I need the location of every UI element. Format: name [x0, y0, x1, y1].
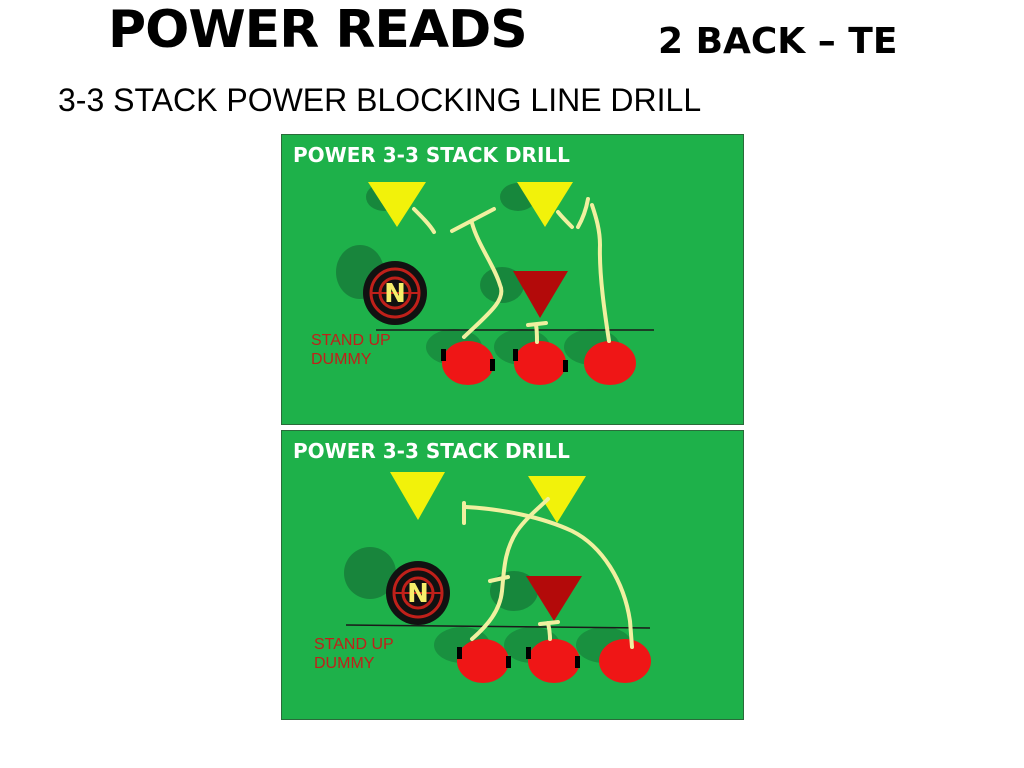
linebacker-triangle — [368, 182, 426, 227]
offensive-lineman — [514, 341, 566, 385]
offensive-lineman — [528, 639, 580, 683]
panel-title: POWER 3-3 STACK DRILL — [293, 439, 570, 463]
nose-tackle-symbol: N — [363, 261, 427, 325]
stance-marker — [441, 349, 446, 361]
stance-marker — [513, 349, 518, 361]
formation-label: 2 BACK – TE — [658, 21, 898, 62]
offensive-lineman — [457, 639, 509, 683]
nose-tackle-symbol: N — [386, 561, 450, 625]
slide-subtitle: 3-3 STACK POWER BLOCKING LINE DRILL — [58, 82, 702, 118]
nose-letter: N — [407, 579, 429, 609]
dummy-label: STAND UP DUMMY — [311, 331, 391, 369]
route-line — [576, 197, 590, 229]
dummy-label: STAND UP DUMMY — [314, 635, 394, 673]
dummy-label-line2: DUMMY — [314, 655, 375, 673]
block-cap — [526, 321, 548, 327]
nose-shadow — [344, 547, 396, 599]
route-line — [464, 505, 634, 649]
blocking-routes — [412, 197, 611, 344]
stance-marker — [506, 656, 511, 668]
line-of-scrimmage — [345, 624, 651, 629]
block-cap — [538, 620, 560, 626]
drill-panel-1: N POWER 3-3 STACK DRILL STAND UP DUMMY — [281, 134, 744, 425]
route-line — [412, 207, 436, 234]
linebacker-triangle — [517, 182, 573, 227]
offensive-lineman — [584, 341, 636, 385]
route-line — [462, 221, 504, 339]
route-line — [470, 497, 550, 641]
stance-marker — [490, 359, 495, 371]
dummy-label-line1: STAND UP — [311, 332, 391, 349]
nose-letter: N — [384, 279, 406, 309]
drill-diagram-2: N — [344, 472, 651, 683]
stack-defender-triangle — [526, 576, 582, 621]
route-line — [590, 203, 611, 343]
block-cap — [450, 207, 496, 233]
linebacker-triangle — [390, 472, 445, 520]
blocking-routes — [462, 497, 634, 649]
slide-title: POWER READS — [108, 0, 528, 60]
drill-diagram-1: N — [336, 182, 654, 385]
stance-marker — [563, 360, 568, 372]
dummy-label-line2: DUMMY — [311, 351, 372, 369]
panel-title: POWER 3-3 STACK DRILL — [293, 143, 570, 167]
slide-header: POWER READS 2 BACK – TE — [0, 0, 1024, 80]
linebacker-triangle — [528, 476, 586, 523]
stance-marker — [526, 647, 531, 659]
offensive-lineman — [599, 639, 651, 683]
stance-marker — [575, 656, 580, 668]
drill-panel-2: N POWER 3-3 STACK DRILL STAND UP DUMMY — [281, 430, 744, 720]
stack-defender-triangle — [513, 271, 568, 318]
route-line — [556, 210, 574, 229]
route-line — [534, 323, 539, 344]
dummy-label-line1: STAND UP — [314, 636, 394, 653]
block-cap — [488, 575, 510, 583]
offensive-lineman — [442, 341, 494, 385]
stance-marker — [457, 647, 462, 659]
route-line — [546, 621, 552, 641]
